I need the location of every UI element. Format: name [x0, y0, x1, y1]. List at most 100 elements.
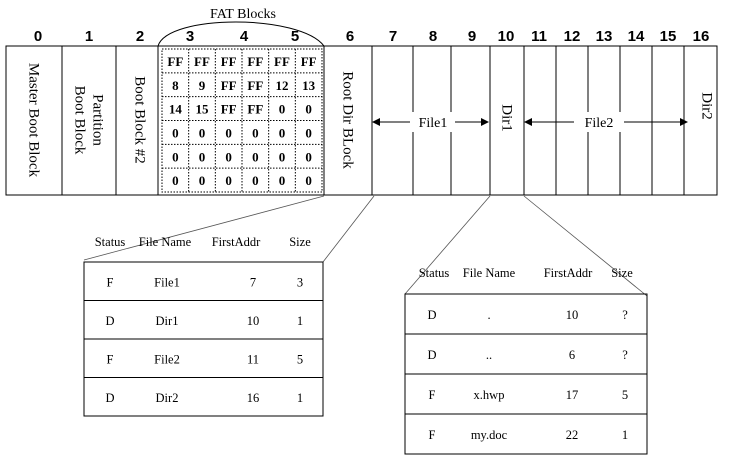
table-cell: ?	[622, 308, 628, 322]
table-cell: 1	[622, 428, 628, 442]
block-number-9: 9	[468, 28, 476, 45]
table-cell: D	[427, 348, 436, 362]
fat-cell: 14	[169, 102, 183, 117]
table-cell: x.hwp	[474, 388, 505, 402]
fat-cell: 0	[172, 125, 179, 140]
column-header: Status	[419, 266, 450, 280]
column-header: Size	[289, 235, 311, 249]
column-header: Size	[611, 266, 633, 280]
block-number-2: 2	[136, 28, 144, 45]
root-dir-block-label: Root Dir BLock	[340, 71, 356, 169]
table-cell: 6	[569, 348, 575, 362]
table-cell: D	[427, 308, 436, 322]
block-number-5: 5	[291, 28, 299, 45]
table-cell: 7	[250, 275, 256, 289]
table-cell: F	[107, 352, 114, 366]
fat-cell: 0	[199, 173, 206, 188]
fat-cell: 0	[225, 173, 232, 188]
fat-cell: 0	[199, 149, 206, 164]
block-number-15: 15	[660, 28, 677, 45]
table-cell: 5	[622, 388, 628, 402]
table-cell: File2	[154, 352, 180, 366]
fat-cell: 0	[252, 125, 259, 140]
column-header: File Name	[463, 266, 516, 280]
dir1-projection-left	[404, 195, 491, 295]
master-boot-block-label: Master Boot Block	[26, 63, 42, 178]
column-header: FirstAddr	[212, 235, 261, 249]
disk-row	[5, 45, 718, 196]
fat-cell: 0	[279, 149, 286, 164]
table-cell: .	[487, 308, 490, 322]
table-cell: D	[105, 391, 114, 405]
dir1-projection-right	[523, 195, 648, 297]
table-cell: File1	[154, 275, 180, 289]
table-cell: 10	[566, 308, 579, 322]
fat-blocks-label: FAT Blocks	[210, 7, 276, 22]
table-row: D Dir1 10 1	[105, 314, 303, 328]
fat-cell: 0	[225, 149, 232, 164]
fat-cell: 0	[199, 125, 206, 140]
block-number-7: 7	[389, 28, 397, 45]
fat-cell: FF	[247, 54, 263, 69]
partition-boot-block-label-line1: Partition	[90, 94, 106, 146]
block-number-16: 16	[693, 28, 710, 45]
fat-cell: 0	[172, 173, 179, 188]
fat-cell: FF	[247, 102, 263, 117]
fat-blocks-arc	[157, 21, 325, 47]
fat-cell: 15	[196, 102, 210, 117]
table-cell: 5	[297, 352, 303, 366]
fat-cell: 0	[252, 173, 259, 188]
block-number-10: 10	[498, 28, 515, 45]
table-cell: my.doc	[471, 428, 508, 442]
table-row: D Dir2 16 1	[105, 391, 303, 405]
table-cell: 1	[297, 391, 303, 405]
file1-label: File1	[419, 116, 448, 131]
table-cell: 17	[566, 388, 579, 402]
table-cell: 1	[297, 314, 303, 328]
fat-cell: FF	[274, 54, 290, 69]
fat-cell: 0	[305, 149, 312, 164]
table-cell: 22	[566, 428, 579, 442]
fat-cell: FF	[247, 78, 263, 93]
fat-cell: FF	[301, 54, 317, 69]
table-cell: 10	[247, 314, 260, 328]
block-number-3: 3	[186, 28, 194, 45]
fat-cell: FF	[194, 54, 210, 69]
fat-cell: 0	[279, 173, 286, 188]
file1-arrowhead-left	[372, 118, 380, 126]
table-cell: ?	[622, 348, 628, 362]
fat-cell: 13	[302, 78, 316, 93]
table-cell: 16	[247, 391, 260, 405]
block-number-0: 0	[34, 28, 42, 45]
column-header: FirstAddr	[544, 266, 593, 280]
dir1-label: Dir1	[499, 104, 515, 132]
block-number-11: 11	[531, 28, 547, 45]
table-cell: Dir2	[156, 391, 179, 405]
file2-arrowhead-left	[524, 118, 532, 126]
fat-cell: 0	[252, 149, 259, 164]
boot-block-2-label: Boot Block #2	[132, 76, 148, 164]
block-number-14: 14	[628, 28, 645, 45]
table-row: D. 10?	[427, 308, 628, 322]
column-header: Status	[95, 235, 126, 249]
file2-label: File2	[585, 116, 614, 131]
fat-cell: 0	[305, 102, 312, 117]
root-dir-projection-right	[322, 195, 375, 263]
block-number-1: 1	[85, 28, 93, 45]
block-number-13: 13	[596, 28, 613, 45]
table-cell: D	[105, 314, 114, 328]
fat-cell: FF	[167, 54, 183, 69]
file2-arrowhead-right	[680, 118, 688, 126]
table-cell: ..	[486, 348, 492, 362]
block-number-8: 8	[429, 28, 437, 45]
table-cell: Dir1	[156, 314, 179, 328]
table-cell: F	[429, 428, 436, 442]
fat-cell: 0	[172, 149, 179, 164]
